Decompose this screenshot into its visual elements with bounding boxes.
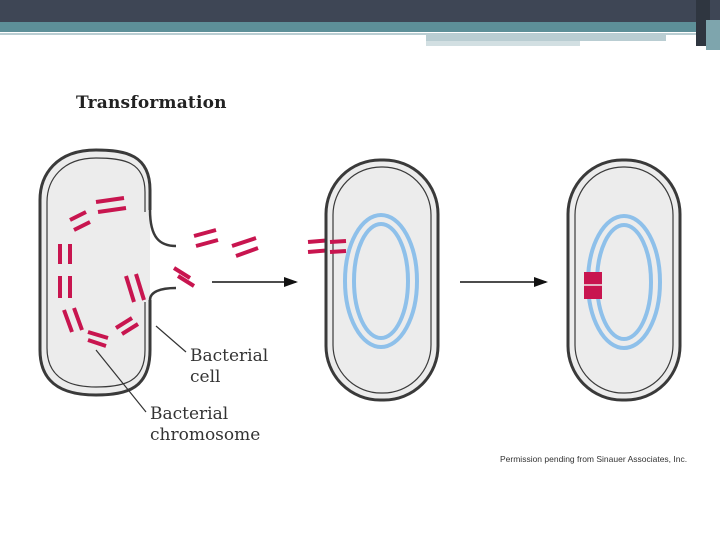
dna-fragment [172, 266, 192, 280]
free-dna-fragment [195, 238, 219, 248]
free-dna-fragment [231, 236, 257, 248]
entering-dna-strand [329, 249, 347, 254]
dna-fragment [62, 309, 74, 333]
dna-fragment [69, 210, 87, 222]
dna-fragment [87, 330, 109, 340]
bacterial-chromosome-label-line1: Bacterial [150, 404, 229, 424]
free-dna-fragment [193, 228, 217, 238]
bacterial-cell-label-line2: cell [190, 367, 221, 387]
diagram-title: Transformation [76, 93, 227, 113]
cell-3-membrane-inner [574, 166, 674, 394]
cell-1-opening-lip-bottom [148, 286, 177, 301]
bacterial-cell-label-line1: Bacterial [190, 346, 269, 366]
entering-dna-fragment [329, 239, 347, 254]
copyright-credit: Permission pending from Sinauer Associat… [500, 454, 688, 464]
cell-1-membrane [38, 148, 152, 397]
dna-fragment [73, 220, 91, 232]
header-accent-block-2 [426, 41, 580, 46]
dna-fragment [124, 275, 136, 303]
cell-1-opening-lip-top [148, 209, 177, 248]
header-thin-line [0, 33, 700, 35]
cell-1-membrane-inner [46, 157, 146, 388]
cell-2-chromosome-inner [352, 222, 410, 340]
cell-2-membrane [324, 158, 440, 402]
dna-fragment [97, 206, 127, 214]
dna-fragment [72, 307, 84, 331]
header-dark-bar [0, 0, 720, 22]
bacterial-cell-label: Bacterial cell [190, 346, 268, 388]
header-right-tab-2 [706, 20, 720, 50]
dna-fragment [176, 274, 196, 288]
dna-fragment [114, 316, 134, 330]
header-decoration [0, 0, 720, 50]
bacterial-chromosome-label: Bacterial chromosome [150, 404, 260, 446]
dna-fragment [95, 196, 125, 204]
bacterial-chromosome-leader-line [95, 349, 147, 413]
dna-fragment [134, 273, 146, 301]
bacterial-cell-leader-line [155, 325, 187, 353]
dna-fragment [87, 338, 107, 348]
cell-1-chromosome-fragments [58, 196, 196, 348]
header-accent-block [426, 35, 666, 41]
cell-2-chromosome-outer [343, 213, 419, 349]
bacterial-chromosome-label-line2: chromosome [150, 425, 261, 445]
dna-fragment [120, 322, 140, 336]
free-dna-fragment [235, 246, 259, 258]
cell-2-membrane-inner [332, 166, 432, 394]
cell-3-membrane [566, 158, 682, 402]
header-teal-bar [0, 22, 720, 32]
free-dna-fragments [193, 228, 333, 258]
entering-dna-strand [329, 239, 347, 244]
